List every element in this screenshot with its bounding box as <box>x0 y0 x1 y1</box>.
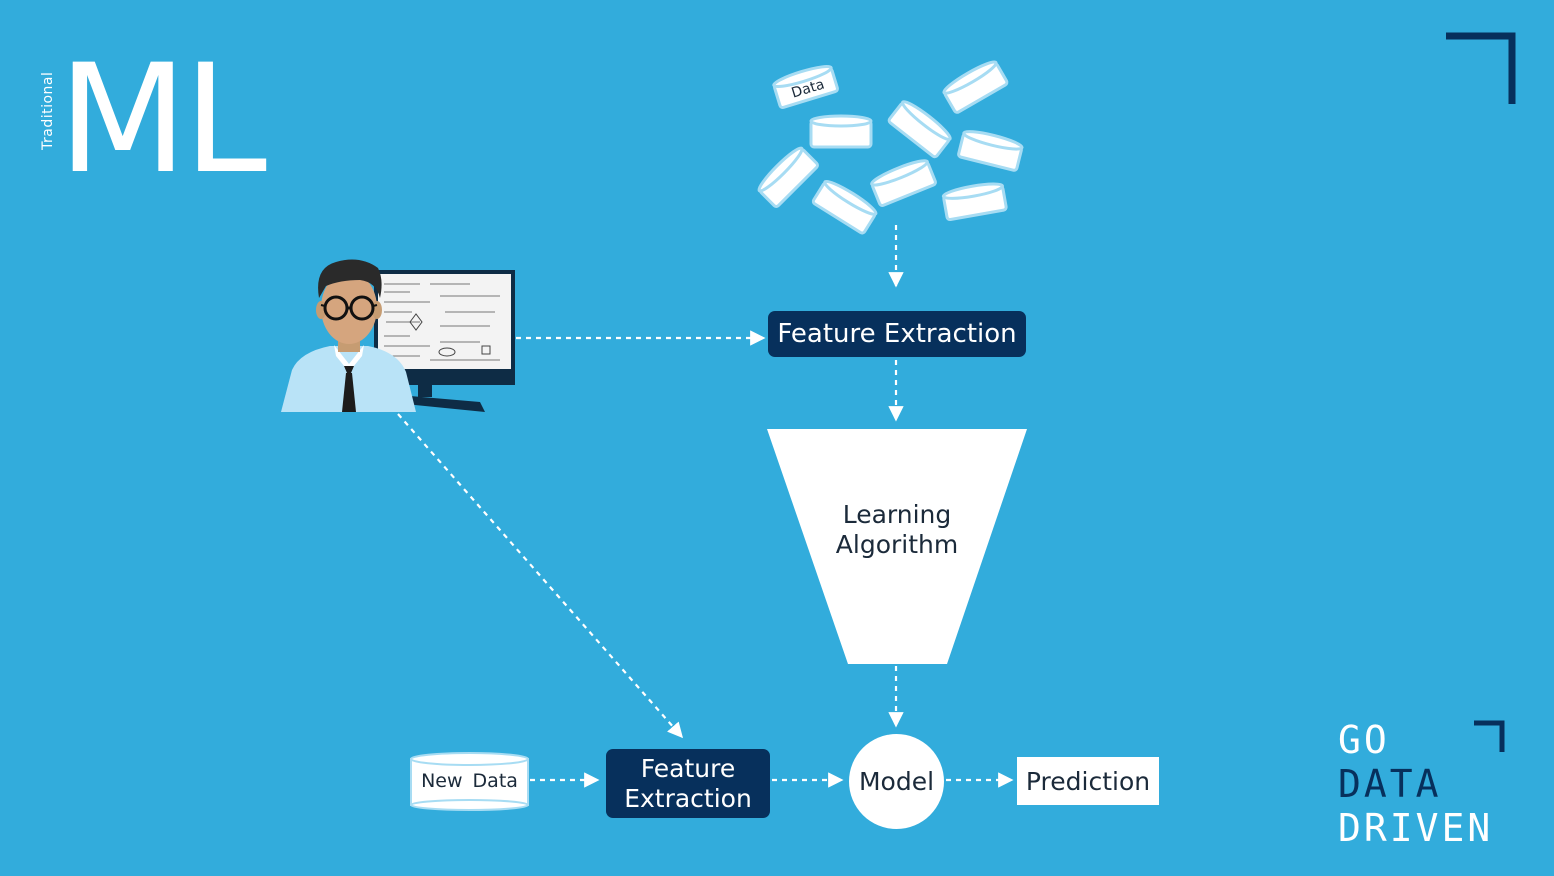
learning-algorithm-label: Learning Algorithm <box>800 500 994 560</box>
feature-extraction-bottom-line-1: Feature <box>640 753 736 783</box>
logo-line-1: GO <box>1338 718 1390 762</box>
logo-bracket-icon <box>1474 720 1505 752</box>
data-disk <box>757 146 819 208</box>
learning-algorithm-funnel <box>767 429 1027 664</box>
model-node: Model <box>849 734 944 829</box>
data-disk <box>772 65 839 110</box>
feature-extraction-box-bottom: Feature Extraction <box>606 749 770 818</box>
domain-expert-illustration <box>281 259 515 412</box>
data-disk <box>870 159 937 207</box>
feature-extraction-bottom-line-2: Extraction <box>624 783 752 813</box>
data-disk <box>887 100 952 159</box>
corner-bracket-icon <box>1446 32 1516 104</box>
data-disks <box>757 60 1024 235</box>
learning-algorithm-line-2: Algorithm <box>835 530 959 559</box>
data-disk <box>811 179 878 235</box>
go-data-driven-logo: GO DATA DRIVEN <box>1338 718 1518 850</box>
data-disk <box>809 114 873 149</box>
arrow-expert-to-feature-extraction-bottom <box>397 413 684 739</box>
prediction-box: Prediction <box>1017 757 1159 805</box>
new-data-label: New Data <box>421 770 518 792</box>
data-disk <box>942 60 1009 114</box>
feature-extraction-box-top: Feature Extraction <box>768 311 1026 357</box>
page-title: ML <box>58 33 267 207</box>
logo-line-2: DATA <box>1338 762 1442 806</box>
data-disk <box>957 130 1024 172</box>
logo-line-3: DRIVEN <box>1338 806 1494 850</box>
data-disk <box>941 182 1008 222</box>
flow-arrows <box>397 225 1014 788</box>
learning-algorithm-line-1: Learning <box>842 500 952 529</box>
subtitle-traditional: Traditional <box>40 71 56 150</box>
new-data-cylinder <box>410 752 529 811</box>
